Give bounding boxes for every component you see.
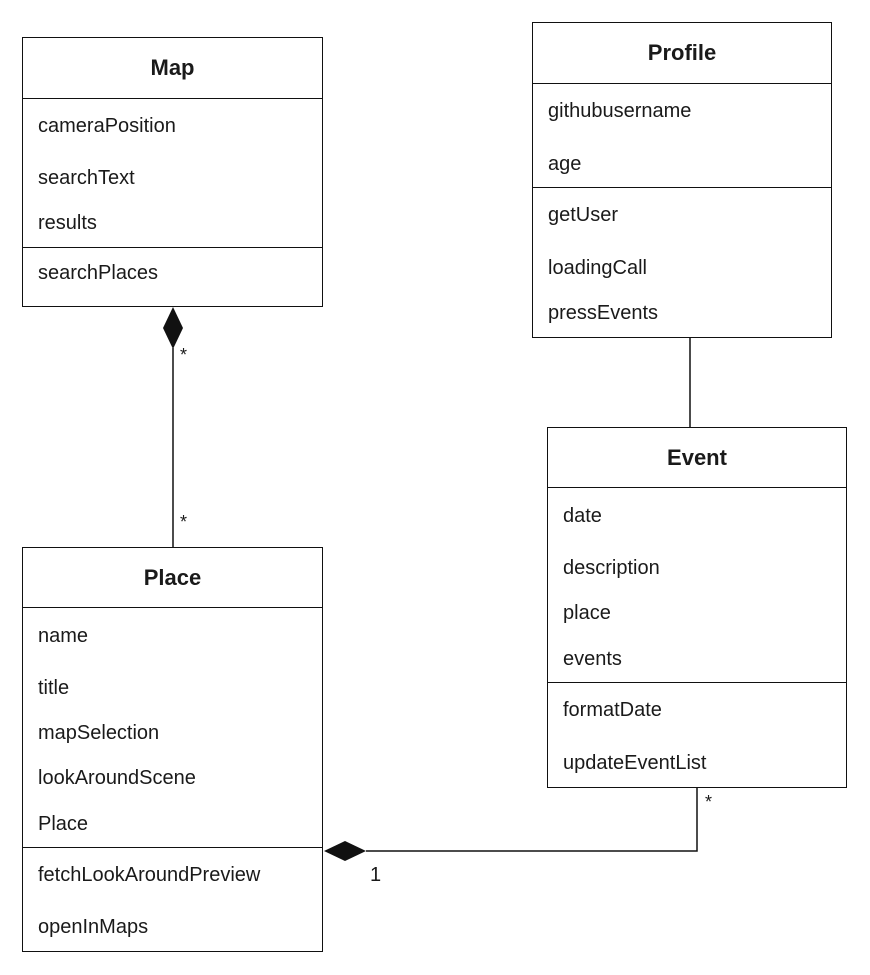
multiplicity-place-end: * [180,512,188,532]
attribute: githubusername [548,100,692,122]
multiplicity-event-end: * [705,792,713,812]
class-map[interactable]: Map cameraPosition searchText results se… [22,37,323,307]
attribute: age [548,153,582,175]
place-composition-diamond [324,841,366,861]
class-place[interactable]: Place name title mapSelection lookAround… [22,547,323,952]
method: fetchLookAroundPreview [38,864,261,886]
attribute: Place [38,813,89,835]
method: updateEventList [563,752,707,774]
map-composition-diamond [163,307,183,349]
attribute: lookAroundScene [38,767,196,789]
multiplicity-place-one: 1 [370,864,382,886]
attribute: cameraPosition [38,115,176,137]
method: pressEvents [548,302,659,324]
class-place-title: Place [23,548,322,608]
event-place-line [366,788,698,852]
method: loadingCall [548,257,647,279]
attribute: mapSelection [38,722,160,744]
method: searchPlaces [38,262,159,284]
attribute: date [563,505,602,527]
class-profile-attributes: githubusername age [533,84,831,188]
class-place-attributes: name title mapSelection lookAroundScene … [23,608,322,848]
class-event-attributes: date description place events [548,488,846,683]
class-profile-title: Profile [533,23,831,84]
attribute: events [563,648,622,670]
class-event[interactable]: Event date description place events form… [547,427,847,788]
method: getUser [548,204,619,226]
attribute: searchText [38,167,135,189]
class-map-attributes: cameraPosition searchText results [23,99,322,248]
class-map-title: Map [23,38,322,99]
class-event-title: Event [548,428,846,488]
attribute: results [38,212,97,234]
multiplicity-map-end: * [180,345,188,365]
class-profile[interactable]: Profile githubusername age getUser loadi… [532,22,832,338]
attribute: name [38,625,89,647]
method: openInMaps [38,916,149,938]
attribute: description [563,557,660,579]
method: formatDate [563,699,662,721]
attribute: place [563,602,611,624]
attribute: title [38,677,70,699]
